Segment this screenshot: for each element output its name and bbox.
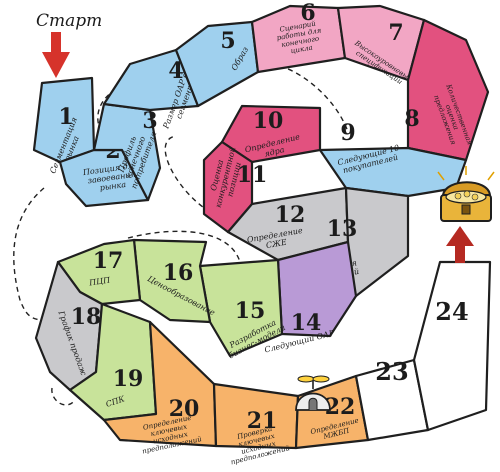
dashed-connector	[13, 187, 45, 321]
cell-number: 3	[142, 108, 157, 134]
cell-shape	[412, 260, 492, 432]
cell-shape	[220, 104, 322, 164]
igloo-propeller-icon	[295, 375, 331, 411]
start-label: Старт	[36, 11, 102, 31]
cell-number: 19	[113, 366, 144, 392]
cell-number: 7	[388, 20, 403, 46]
cell-number: 15	[235, 298, 266, 324]
cell-number: 9	[340, 120, 355, 146]
cell-number: 18	[71, 304, 102, 330]
cell-number: 20	[169, 396, 200, 422]
cell-number: 8	[404, 106, 419, 132]
dashed-connector	[164, 135, 211, 213]
cell-number: 5	[220, 28, 235, 54]
cell-label: Определениеключевыхисходныхпредположений	[137, 412, 203, 455]
cell-number: 4	[168, 58, 183, 84]
cell-number: 23	[375, 357, 408, 386]
board-cell-23: 23	[354, 357, 430, 442]
cell-number: 1	[58, 104, 73, 130]
cell-number: 10	[253, 108, 284, 134]
treasure-chest-icon	[437, 166, 495, 222]
cell-number: 24	[435, 297, 468, 326]
finish-arrow-icon	[446, 226, 474, 263]
cell-number: 11	[237, 162, 268, 188]
cell-number: 14	[291, 310, 322, 336]
cell-number: 6	[300, 0, 315, 26]
cell-number: 12	[275, 202, 306, 228]
dashed-connector	[127, 230, 241, 263]
start-arrow-icon	[42, 32, 70, 78]
cell-label: ПЦП	[88, 275, 112, 287]
board-cell-24: 24	[412, 260, 492, 432]
cell-number: 16	[163, 260, 194, 286]
cell-number: 21	[247, 408, 278, 434]
cell-number: 17	[93, 248, 124, 274]
cell-number: 13	[327, 216, 358, 242]
board-cell-20: 20Определениеключевыхисходныхпредположен…	[102, 320, 218, 456]
dashed-connector	[51, 387, 76, 406]
